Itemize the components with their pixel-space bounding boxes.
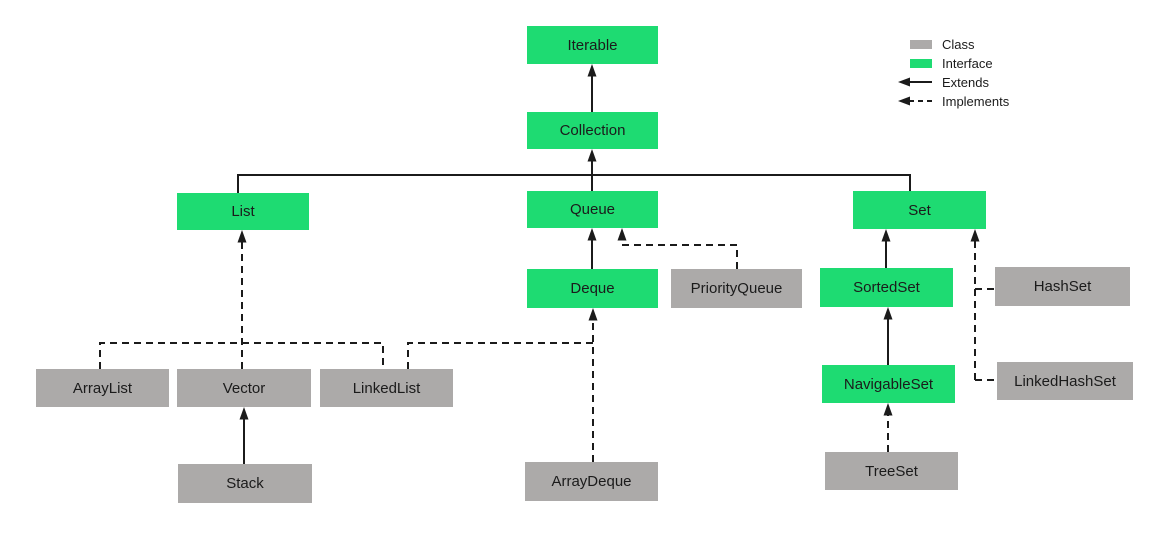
node-stack: Stack	[178, 464, 312, 503]
node-set: Set	[853, 191, 986, 229]
solid-arrow-icon	[898, 77, 932, 87]
legend-label-interface: Interface	[942, 55, 993, 71]
node-sortedset: SortedSet	[820, 268, 953, 307]
node-arraydeque: ArrayDeque	[525, 462, 658, 501]
legend-row-implements: Implements	[898, 93, 1009, 109]
node-vector: Vector	[177, 369, 311, 407]
node-treeset: TreeSet	[825, 452, 958, 490]
node-hashset: HashSet	[995, 267, 1130, 306]
edge-priorityqueue-queue	[617, 228, 738, 269]
node-linkedlist: LinkedList	[320, 369, 453, 407]
legend: Class Interface Extends	[898, 36, 1009, 112]
edge-list-implementors	[99, 230, 384, 369]
node-priorityqueue: PriorityQueue	[671, 269, 802, 308]
edge-deque-queue	[587, 228, 597, 269]
legend-label-implements: Implements	[942, 93, 1010, 109]
node-collection: Collection	[527, 112, 658, 149]
edge-set-implementors	[970, 229, 997, 381]
legend-row-extends: Extends	[898, 74, 1009, 90]
legend-label-extends: Extends	[942, 74, 989, 90]
node-iterable: Iterable	[527, 26, 658, 64]
interface-swatch-icon	[898, 58, 932, 68]
legend-row-interface: Interface	[898, 55, 1009, 71]
node-arraylist: ArrayList	[36, 369, 169, 407]
edge-deque-implementors	[407, 308, 598, 462]
edge-treeset-navigableset	[883, 403, 893, 452]
edge-navigableset-sortedset	[883, 307, 893, 365]
node-navigableset: NavigableSet	[822, 365, 955, 403]
edge-sortedset-set	[881, 229, 891, 268]
node-list: List	[177, 193, 309, 230]
node-queue: Queue	[527, 191, 658, 228]
edge-collection-iterable	[587, 64, 597, 112]
node-deque: Deque	[527, 269, 658, 308]
class-swatch-icon	[898, 39, 932, 49]
node-linkedhashset: LinkedHashSet	[997, 362, 1133, 400]
dashed-arrow-icon	[898, 96, 932, 106]
legend-row-class: Class	[898, 36, 1009, 52]
edge-stack-vector	[239, 407, 249, 464]
edge-branch-collection	[237, 149, 911, 193]
legend-label-class: Class	[942, 36, 975, 52]
